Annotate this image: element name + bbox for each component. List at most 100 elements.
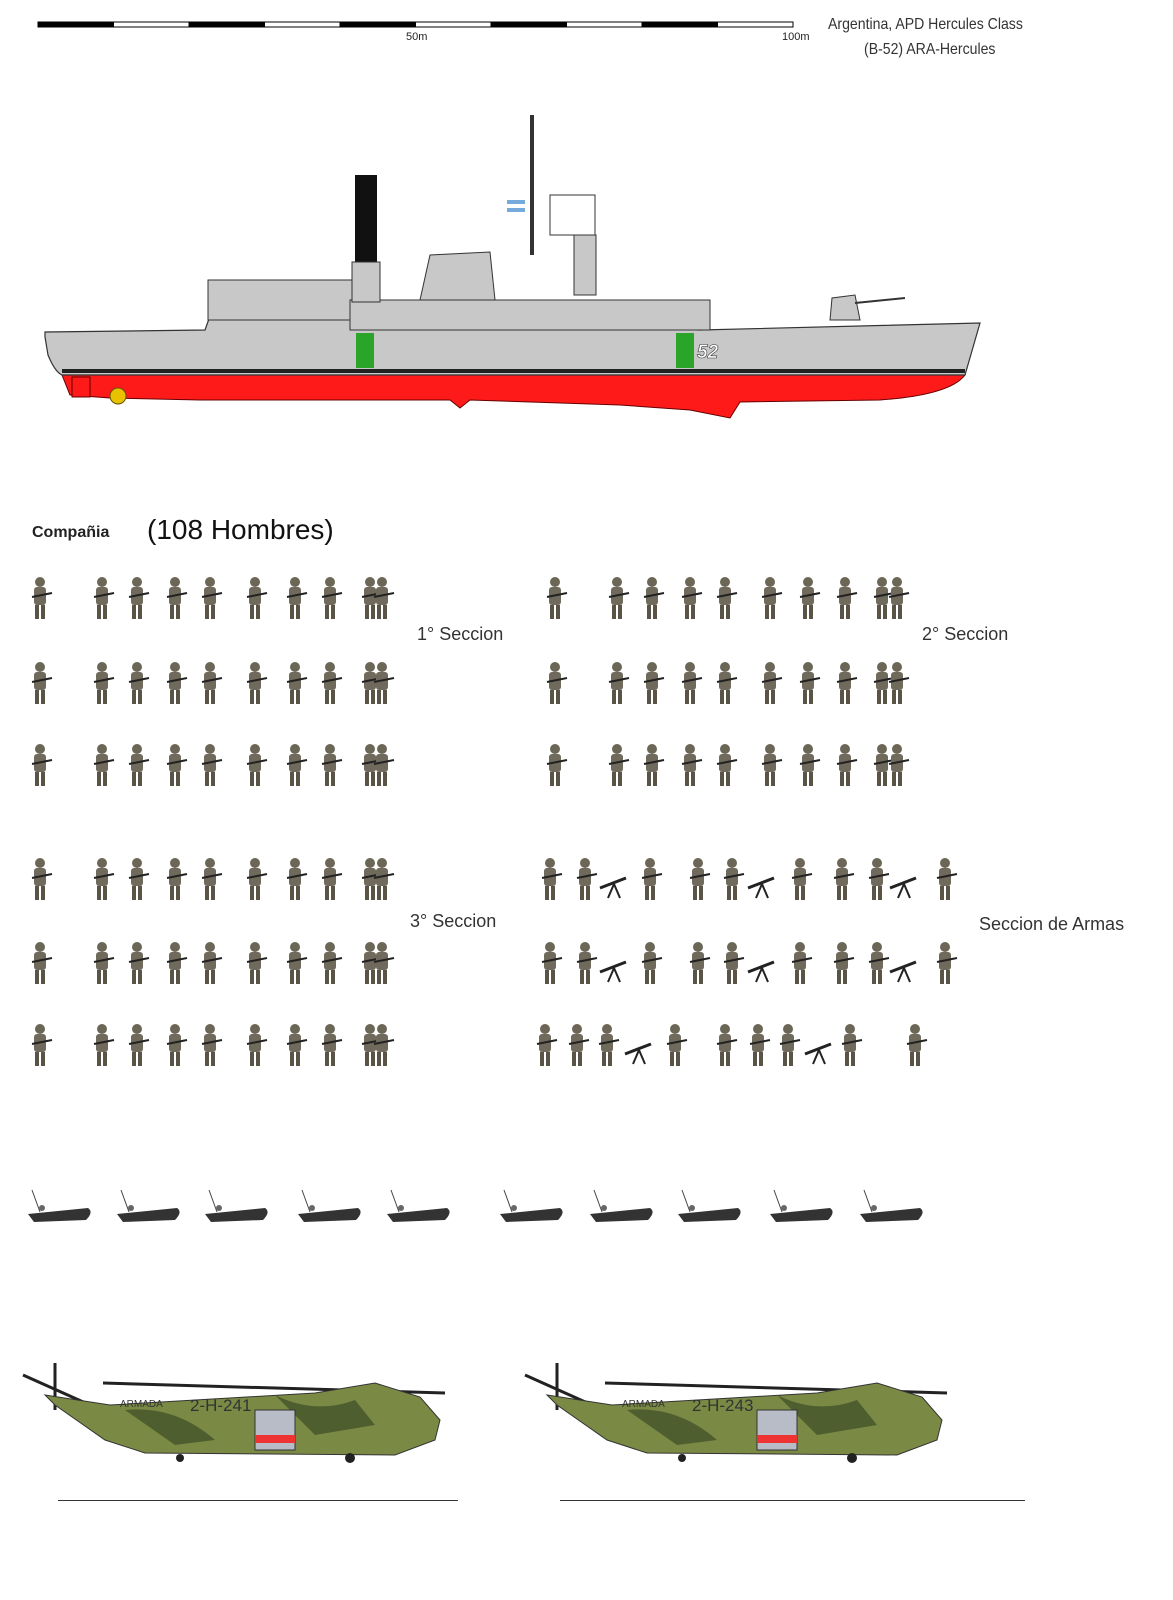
soldier-figure [321,1024,343,1066]
inflatable-boat [860,1189,923,1222]
soldier-figure [716,577,738,619]
soldier-figure [246,577,268,619]
soldier-figure [716,1024,738,1066]
section-label-1: 1° Seccion [417,624,504,644]
soldier-figure [246,858,268,900]
soldier-figure [799,662,821,704]
caption-class: Argentina, APD Hercules Class [828,16,1023,33]
soldier-figure [546,577,568,619]
soldier-figure [608,744,630,786]
inflatable-boat [678,1189,741,1222]
soldier-figure [201,858,223,900]
soldier-figure [761,662,783,704]
cabin-door [254,1409,296,1451]
soldier-figure [93,942,115,984]
soldier-figure [246,744,268,786]
soldier-figure [873,744,895,786]
green-mark [356,333,374,368]
soldier-figure [286,858,308,900]
funnel [355,175,377,263]
soldier-figure [286,662,308,704]
soldier-figure [936,942,958,984]
inflatable-boat [387,1189,450,1222]
soldier-figure [541,858,563,900]
company-label: Compañia [32,524,110,541]
inflatable-boat [28,1189,91,1222]
mortar-icon [624,1042,652,1065]
soldier-figure [166,942,188,984]
soldier-figure [93,577,115,619]
soldier-figure [936,858,958,900]
soldier-figure [166,1024,188,1066]
scale-bar [37,21,794,28]
soldier-figure [749,1024,771,1066]
soldier-figure [321,744,343,786]
soldier-figure [373,1024,395,1066]
company-count: (108 Hombres) [147,514,334,545]
rear-tower [573,234,597,296]
wheel [847,1453,857,1463]
soldier-figure [201,744,223,786]
machine-gun-icon [889,960,917,983]
soldier-figure [689,858,711,900]
soldier-figure [93,858,115,900]
section-label-2: 2° Seccion [922,624,1009,644]
soldier-figure [286,1024,308,1066]
soldier-figure [321,662,343,704]
soldier-figure [873,577,895,619]
soldier-figure [576,942,598,984]
fuselage [545,1382,943,1456]
soldier-figure [836,577,858,619]
heli-serial: 2-H-241 [190,1396,251,1415]
soldier-figure [373,662,395,704]
soldier-figure [93,1024,115,1066]
machine-gun-icon [747,960,775,983]
soldier-figure [373,942,395,984]
hull-number: 52 [697,342,719,363]
superstructure-aft [207,279,354,321]
soldier-figure [568,1024,590,1066]
inflatable-boat [298,1189,361,1222]
soldier-figure [888,662,910,704]
caption-ship: (B-52) ARA-Hercules [864,41,996,58]
soldier-figure [841,1024,863,1066]
soldier-figure [598,1024,620,1066]
machine-gun-icon [889,876,917,899]
soldier-figure [201,1024,223,1066]
soldier-figure [166,662,188,704]
ground-line [58,1500,458,1501]
section-label-weapons: Seccion de Armas [979,914,1125,934]
soldier-figure [93,662,115,704]
soldier-figure [608,577,630,619]
bridge [419,251,496,301]
soldier-figure [31,662,53,704]
soldier-figure [723,942,745,984]
machine-gun-icon [747,876,775,899]
ship-profile: 52 [44,115,981,419]
soldier-figure [166,744,188,786]
soldier-figure [373,744,395,786]
soldier-figure [93,744,115,786]
soldier-figure [128,744,150,786]
soldier-figure [361,858,383,900]
propeller [109,387,127,405]
soldier-figure [681,662,703,704]
soldier-figure [833,942,855,984]
soldier-figure [321,577,343,619]
soldier-figure [128,577,150,619]
soldier-figure [536,1024,558,1066]
wheel [345,1453,355,1463]
fuselage [43,1382,441,1456]
soldier-figure [761,577,783,619]
soldier-figure [541,942,563,984]
soldier-figure [868,942,890,984]
machine-gun-icon [599,876,627,899]
soldier-figure [31,744,53,786]
boot-stripe [62,369,965,373]
soldier-figure [833,858,855,900]
funnel-base [351,261,381,303]
mast [530,115,534,255]
